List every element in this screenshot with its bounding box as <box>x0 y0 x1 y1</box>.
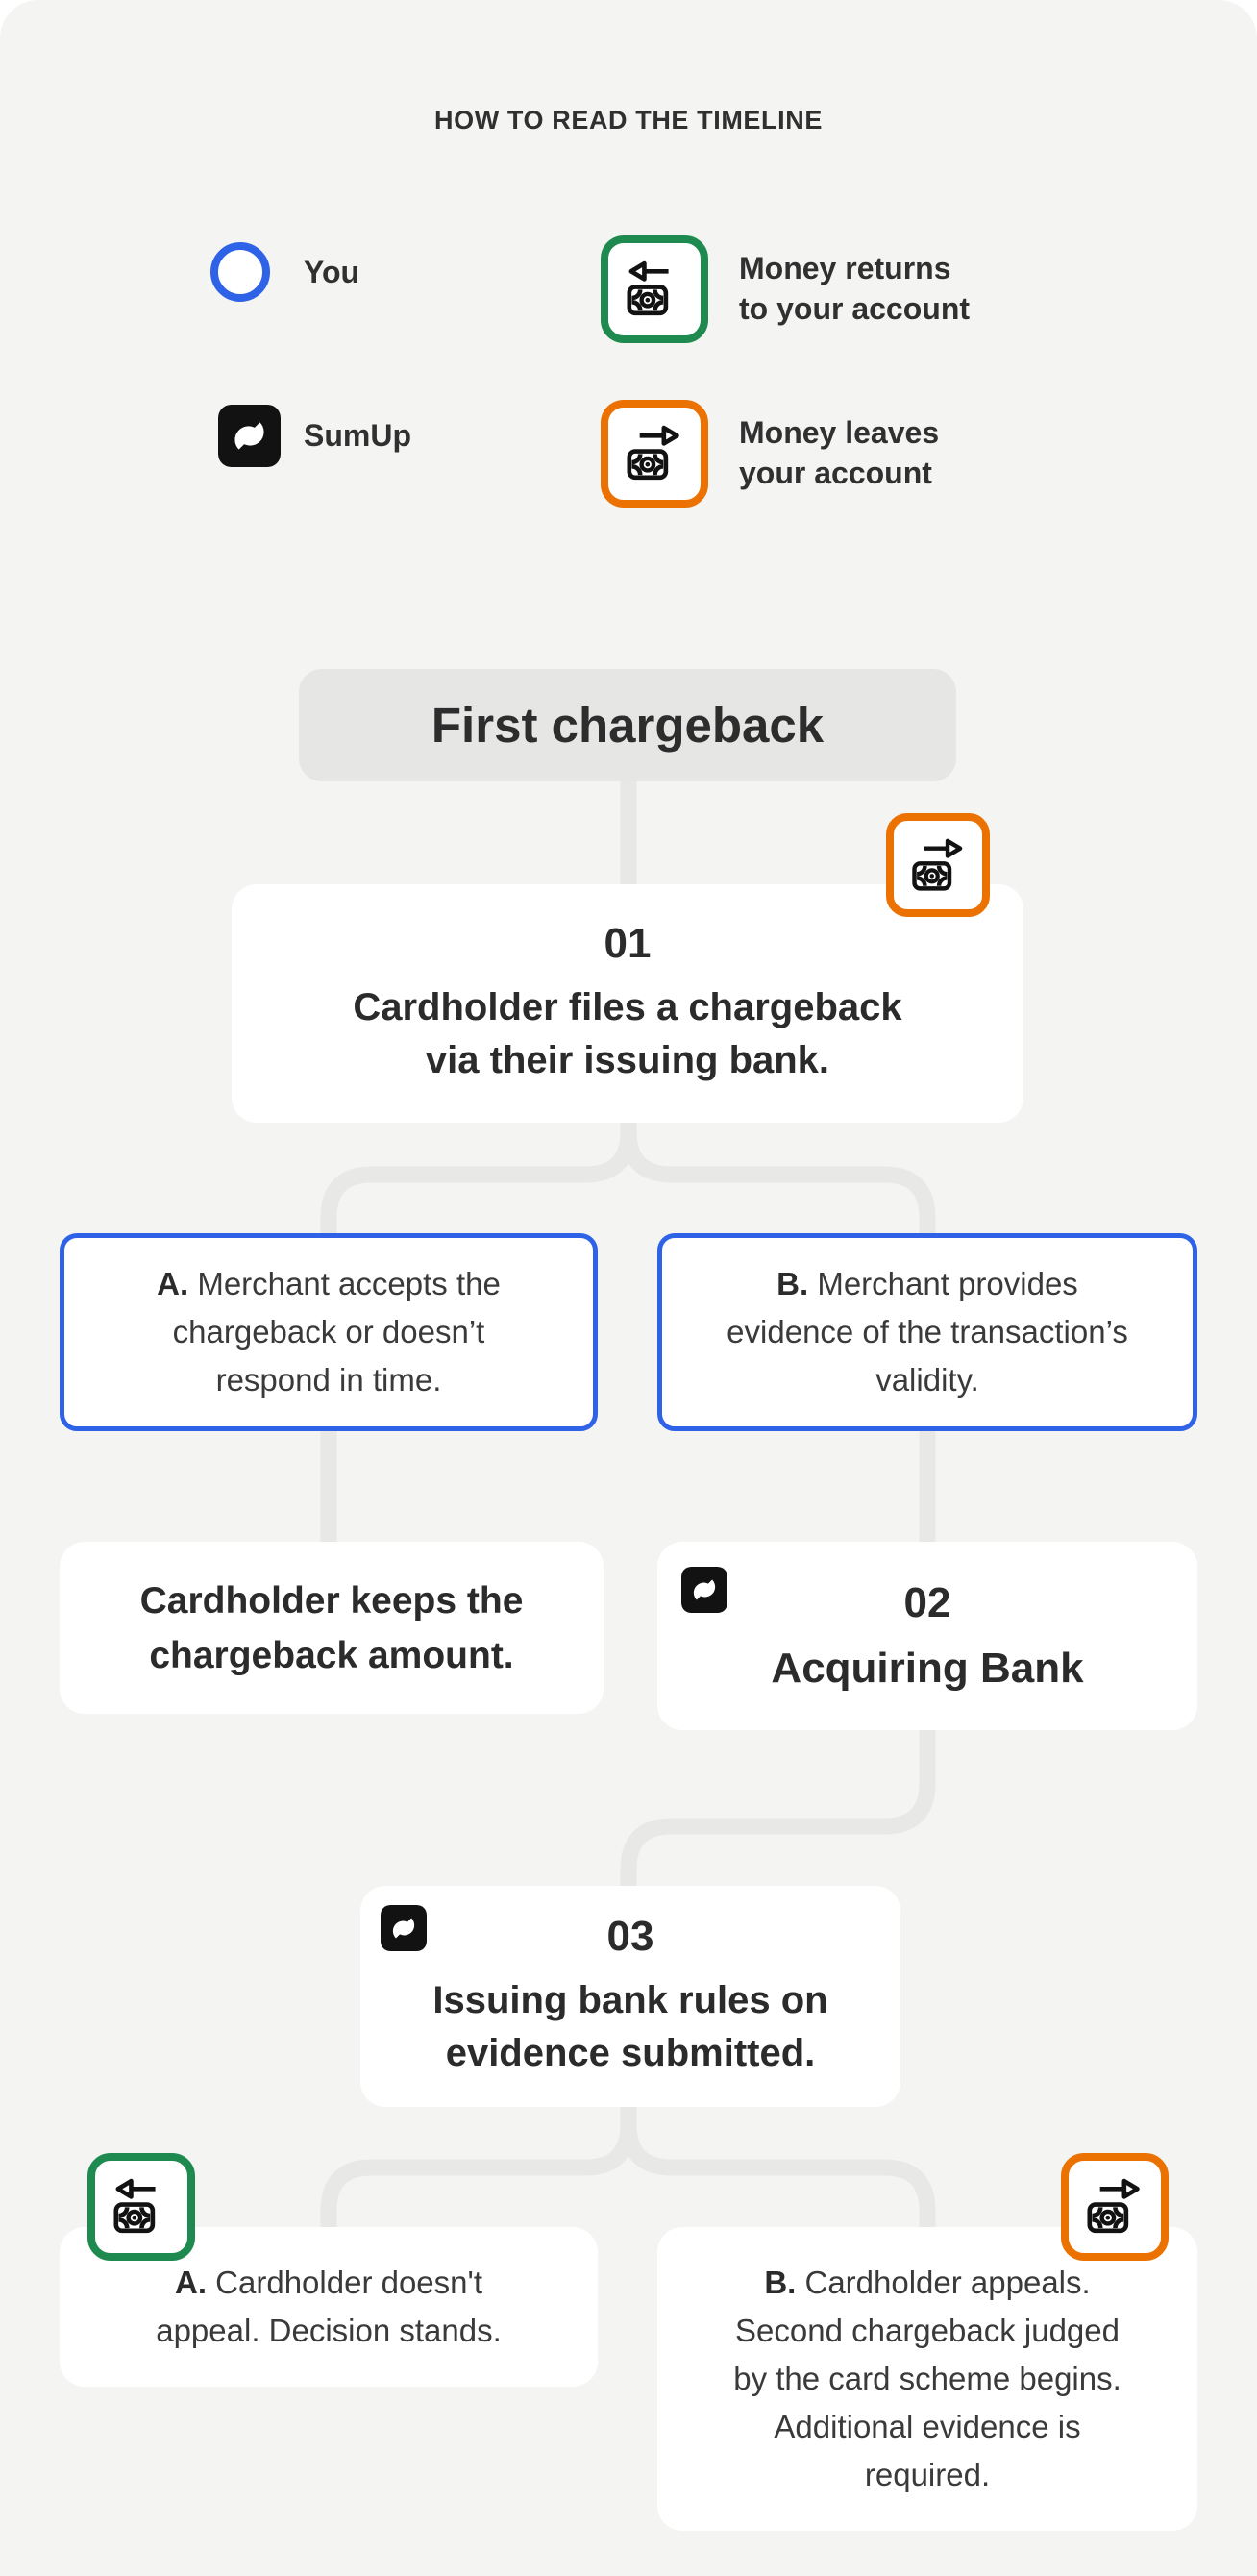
branch-2b-text: B. Cardholder appeals. Second chargeback… <box>733 2265 1121 2492</box>
sumup-logo-icon <box>218 405 281 467</box>
step-02-card: 02 Acquiring Bank <box>657 1542 1197 1730</box>
step-03-number: 03 <box>606 1913 654 1960</box>
branch-1b-text: B. Merchant provides evidence of the tra… <box>727 1266 1128 1398</box>
money-in-icon <box>601 235 708 343</box>
money-out-icon <box>886 813 990 917</box>
step-03-text: Issuing bank rules on evidence submitted… <box>432 1979 828 2074</box>
sumup-logo-icon <box>681 1567 727 1613</box>
step-02-title: Acquiring Bank <box>771 1645 1084 1692</box>
branch-1a-text: A. Merchant accepts the chargeback or do… <box>157 1266 501 1398</box>
step-01-text: Cardholder files a chargeback via their … <box>353 986 902 1081</box>
step-01-card: 01 Cardholder files a chargeback via the… <box>232 884 1023 1123</box>
legend-money-out-label: Money leaves your account <box>739 415 940 490</box>
branch-2b-card: B. Cardholder appeals. Second chargeback… <box>657 2227 1197 2531</box>
legend-title: HOW TO READ THE TIMELINE <box>434 106 823 135</box>
you-circle-icon <box>210 242 270 302</box>
branch-1b-card: B. Merchant provides evidence of the tra… <box>657 1233 1197 1431</box>
timeline-section-title: First chargeback <box>299 669 956 781</box>
outcome-1a-card: Cardholder keeps the chargeback amount. <box>60 1542 604 1714</box>
step-01-number: 01 <box>604 920 652 967</box>
sumup-logo-icon <box>381 1905 427 1951</box>
legend-you-label: You <box>304 254 360 289</box>
step-03-card: 03 Issuing bank rules on evidence submit… <box>360 1886 900 2107</box>
legend-sumup-label: SumUp <box>304 418 411 453</box>
money-in-icon <box>87 2153 195 2261</box>
outcome-1a-text: Cardholder keeps the chargeback amount. <box>139 1579 524 1676</box>
branch-2a-text: A. Cardholder doesn't appeal. Decision s… <box>156 2265 502 2348</box>
money-out-icon <box>601 400 708 508</box>
legend-money-in-label: Money returns to your account <box>739 251 971 326</box>
step-02-number: 02 <box>903 1579 951 1626</box>
money-out-icon <box>1061 2153 1169 2261</box>
branch-1a-card: A. Merchant accepts the chargeback or do… <box>60 1233 598 1431</box>
